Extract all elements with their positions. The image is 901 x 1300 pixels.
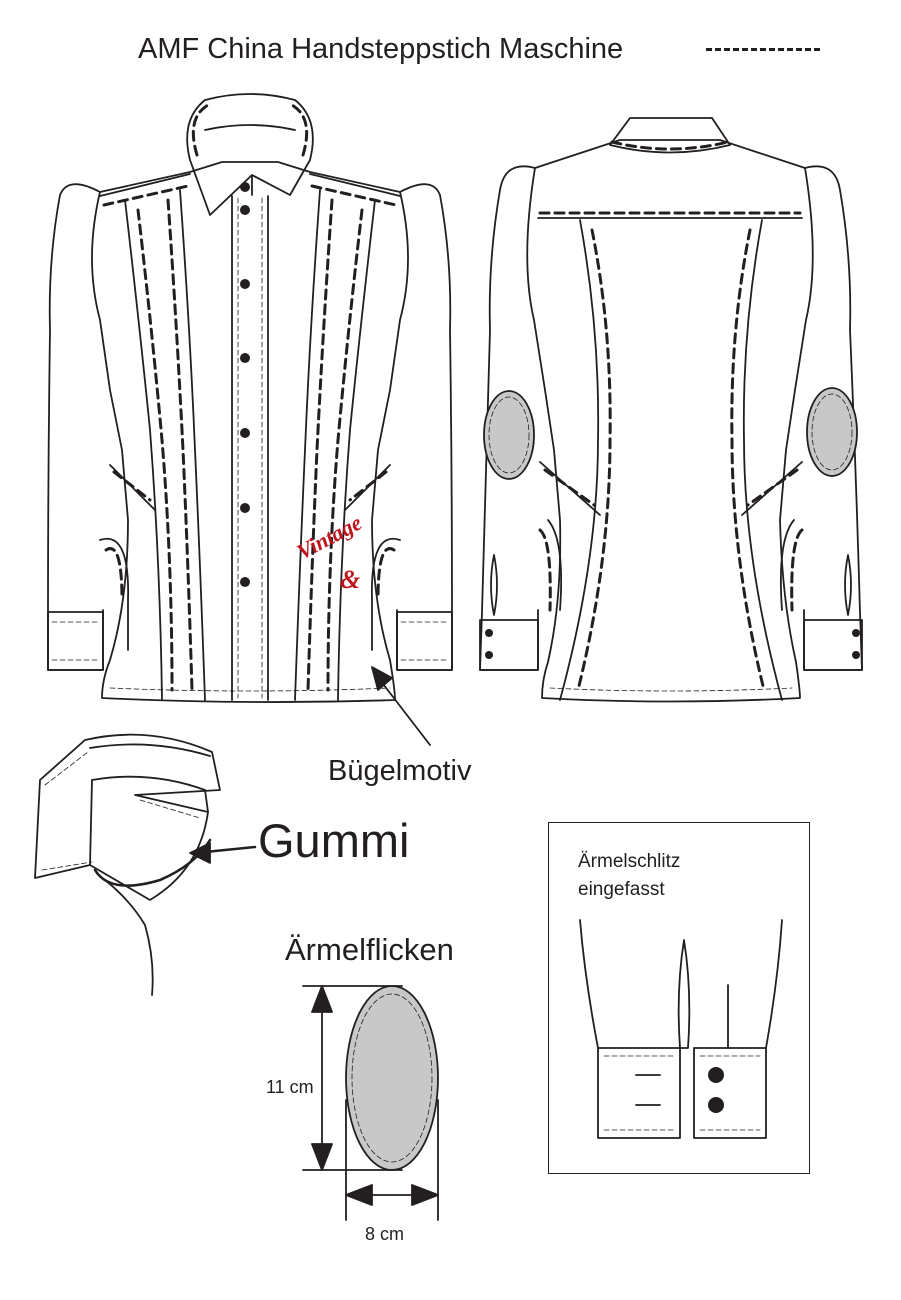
label-patch-width: 8 cm xyxy=(365,1224,405,1244)
sleeve-slit-inset-frame xyxy=(548,822,810,1174)
label-elastic: Gummi xyxy=(258,814,410,867)
inset-cuff-right xyxy=(693,1047,767,1139)
elbow-patch-right xyxy=(806,387,858,477)
front-right-sleeve xyxy=(396,183,453,671)
back-left-sleeve xyxy=(479,165,539,671)
button xyxy=(240,205,250,215)
height-dimension-line xyxy=(302,985,403,1171)
label-bound: eingefasst xyxy=(578,879,665,900)
front-yoke-seam xyxy=(99,173,401,197)
back-right-cuff xyxy=(803,619,863,671)
patch-dimension-diagram xyxy=(302,985,439,1221)
title: AMF China Handsteppstich Maschine xyxy=(138,33,624,65)
elbow-patch-left xyxy=(483,390,535,480)
front-body-outline xyxy=(91,161,409,703)
back-princess-seams xyxy=(559,219,783,701)
label-elbow-patch: Ärmelflicken xyxy=(285,932,454,967)
back-cuff-buttons xyxy=(485,629,860,659)
front-princess-seams xyxy=(124,189,376,701)
label-sleeve-slit: Ärmelschlitz xyxy=(578,851,681,872)
inset-slit xyxy=(677,939,691,1049)
inset-cuff-left xyxy=(597,1047,681,1139)
back-body-outline xyxy=(526,139,814,703)
back-sleeve-slits xyxy=(490,554,852,616)
front-placket xyxy=(231,195,269,701)
front-pocket-lines xyxy=(99,464,401,651)
collar-neck-line xyxy=(104,879,154,996)
button xyxy=(240,353,250,363)
elastic-pointer-arrow xyxy=(203,845,257,854)
button xyxy=(240,503,250,513)
button xyxy=(240,182,250,192)
sleeve-slit-detail xyxy=(579,919,783,1139)
iron-on-motif: Vintage & xyxy=(293,510,366,594)
front-buttons xyxy=(240,182,250,587)
button xyxy=(240,577,250,587)
motif-pointer-arrow xyxy=(379,679,431,746)
collar-stand-line xyxy=(204,124,296,131)
motif-word-ampersand: & xyxy=(340,565,360,594)
label-patch-height: 11 cm xyxy=(266,1077,314,1097)
front-left-sleeve xyxy=(47,183,104,671)
collar-detail xyxy=(34,733,257,996)
shirt-front-view: Vintage & xyxy=(47,93,453,746)
front-right-cuff xyxy=(396,611,453,671)
back-right-sleeve xyxy=(803,165,863,671)
button xyxy=(240,428,250,438)
label-iron-on-motif: Bügelmotiv xyxy=(328,755,472,787)
shirt-back-view xyxy=(479,117,863,703)
button xyxy=(240,279,250,289)
front-left-cuff xyxy=(47,611,104,671)
elbow-patch-detail xyxy=(345,985,439,1171)
dashed-stitch-legend-icon xyxy=(706,48,820,51)
back-collar xyxy=(609,117,731,154)
back-left-cuff xyxy=(479,619,539,671)
front-collar xyxy=(186,93,314,216)
